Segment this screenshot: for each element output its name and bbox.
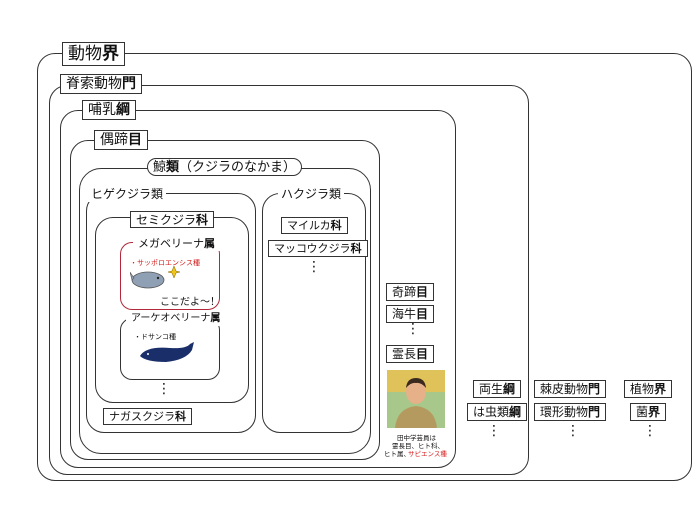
sperm-family-name: マッコウクジラ <box>274 242 351 255</box>
order-item-name: 霊長 <box>392 347 417 361</box>
phylum-item: 環形動物門 <box>534 403 607 421</box>
caption-line-3: ヒト属、 <box>384 450 410 458</box>
whale-name: 鯨 <box>153 159 167 175</box>
order-item-name: 海牛 <box>392 307 417 321</box>
kingdom-item: 菌界 <box>630 403 667 421</box>
sparkle-icon <box>168 266 180 278</box>
whale-icon <box>140 342 194 362</box>
order-item: 奇蹄目 <box>386 283 435 301</box>
order-item: 霊長目 <box>386 345 435 363</box>
archaeobalaena-label: アーケオベリーナ属 <box>126 312 226 326</box>
rorqual-name: ナガスクジラ <box>109 410 175 423</box>
dolphin-family-label: マイルカ科 <box>281 217 348 234</box>
phylum-more-dots: ⋮ <box>566 423 580 439</box>
megabalaena-rank: 属 <box>204 237 215 250</box>
class-name: 哺乳 <box>88 102 116 118</box>
megabalaena-name: メガベリーナ <box>138 237 204 250</box>
kingdom-rank: 界 <box>102 43 119 64</box>
kingdom-item-rank: 界 <box>654 382 667 396</box>
phylum-name: 脊索動物 <box>66 76 122 92</box>
caption-line-2: 霊長目、ヒト科、 <box>392 442 444 450</box>
right-whale-name: セミクジラ <box>136 212 197 227</box>
kingdom-item-rank: 界 <box>648 405 661 419</box>
megabalaena-species: ・サッポロエンシス種 <box>130 259 200 267</box>
order-item-rank: 目 <box>416 285 429 299</box>
caption-line-1: 田中学芸員は <box>397 434 436 442</box>
class-item-name: は虫類 <box>473 405 510 419</box>
baleen-name: ヒゲクジラ類 <box>91 187 164 201</box>
megabalaena-label: メガベリーナ属 <box>133 236 220 251</box>
sperm-family-rank: 科 <box>350 242 362 255</box>
archaeobalaena-species: ・ドサンコ種 <box>134 333 176 341</box>
sperm-family-label: マッコウクジラ科 <box>268 240 368 257</box>
archaeobalaena-rank: 属 <box>210 313 221 324</box>
toothed-more-dots: ⋮ <box>307 259 321 275</box>
kingdom-item: 植物界 <box>624 380 673 398</box>
order-item-rank: 目 <box>416 307 429 321</box>
kingdom-name: 動物 <box>68 43 102 64</box>
phylum-label: 脊索動物門 <box>60 74 142 94</box>
phylum-item-rank: 門 <box>588 382 601 396</box>
toothed-name: ハクジラ類 <box>281 187 342 201</box>
baleen-label: ヒゲクジラ類 <box>88 186 167 202</box>
kingdom-label: 動物界 <box>62 42 125 66</box>
whale-label: 鯨類（クジラのなかま） <box>147 158 303 176</box>
phylum-item-name: 棘皮動物 <box>540 382 589 396</box>
phylum-item: 棘皮動物門 <box>534 380 607 398</box>
order-rank: 目 <box>128 132 142 148</box>
dolphin-family-rank: 科 <box>330 219 342 232</box>
baleen-more-dots: ⋮ <box>157 381 171 397</box>
curator-photo <box>387 370 445 428</box>
kingdom-item-name: 菌 <box>636 405 649 419</box>
phylum-rank: 門 <box>122 76 136 92</box>
order-item-name: 奇蹄 <box>392 285 417 299</box>
order-item-rank: 目 <box>416 347 429 361</box>
order-name: 偶蹄 <box>100 132 128 148</box>
kingdom-more-dots: ⋮ <box>643 423 657 439</box>
megabalaena-speech: ここだよ～！ <box>160 297 220 308</box>
right-whale-label: セミクジラ科 <box>130 211 215 228</box>
class-item: 両生綱 <box>473 380 522 398</box>
class-item-rank: 綱 <box>509 405 522 419</box>
class-label: 哺乳綱 <box>82 100 136 120</box>
class-item: は虫類綱 <box>467 403 528 421</box>
order-more-dots: ⋮ <box>406 321 420 337</box>
order-item: 海牛目 <box>386 305 435 323</box>
toothed-label: ハクジラ類 <box>278 186 345 202</box>
class-rank: 綱 <box>116 102 130 118</box>
order-label: 偶蹄目 <box>94 130 148 150</box>
kingdom-item-name: 植物 <box>630 382 655 396</box>
class-more-dots: ⋮ <box>487 423 501 439</box>
archaeobalaena-name: アーケオベリーナ <box>131 313 211 324</box>
right-whale-rank: 科 <box>196 212 209 227</box>
class-item-name: 両生 <box>479 382 504 396</box>
whale-rank: 類 <box>166 159 180 175</box>
rorqual-label: ナガスクジラ科 <box>103 408 192 425</box>
dolphin-icon <box>130 271 165 289</box>
caption-line-3-red: サピエンス種 <box>408 450 447 458</box>
class-item-rank: 綱 <box>503 382 516 396</box>
rorqual-rank: 科 <box>175 410 186 423</box>
dolphin-family-name: マイルカ <box>287 219 331 232</box>
phylum-item-rank: 門 <box>588 405 601 419</box>
whale-note: （クジラのなかま） <box>179 159 297 175</box>
phylum-item-name: 環形動物 <box>540 405 589 419</box>
